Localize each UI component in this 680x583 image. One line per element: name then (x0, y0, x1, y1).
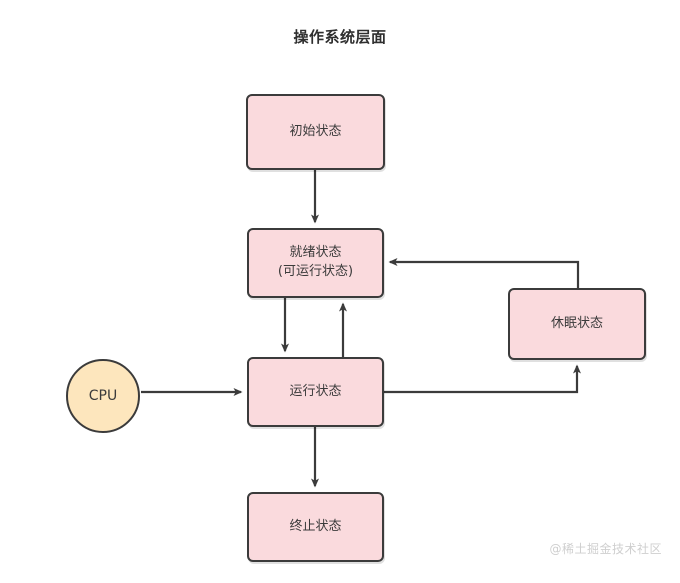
watermark: @稀土掘金技术社区 (549, 542, 662, 556)
node-label: 休眠状态 (550, 315, 603, 331)
edge-running-to-sleeping (384, 364, 581, 394)
node-label: 就绪状态 (289, 245, 342, 261)
node-label-secondary: (可运行状态) (277, 264, 354, 279)
node-label: 运行状态 (289, 383, 342, 399)
page-title: 操作系统层面 (293, 28, 387, 46)
node-sleeping-state[interactable]: 休眠状态 (508, 288, 646, 360)
node-terminated-state[interactable]: 终止状态 (247, 492, 384, 562)
node-label: 初始状态 (289, 123, 342, 139)
node-running-state[interactable]: 运行状态 (247, 357, 384, 427)
node-label: CPU (88, 388, 118, 404)
node-label: 终止状态 (289, 518, 342, 534)
node-initial-state[interactable]: 初始状态 (246, 94, 385, 170)
edge-sleeping-to-ready (388, 258, 580, 288)
node-cpu[interactable]: CPU (66, 359, 140, 433)
node-ready-state[interactable]: 就绪状态 (可运行状态) (247, 228, 384, 298)
